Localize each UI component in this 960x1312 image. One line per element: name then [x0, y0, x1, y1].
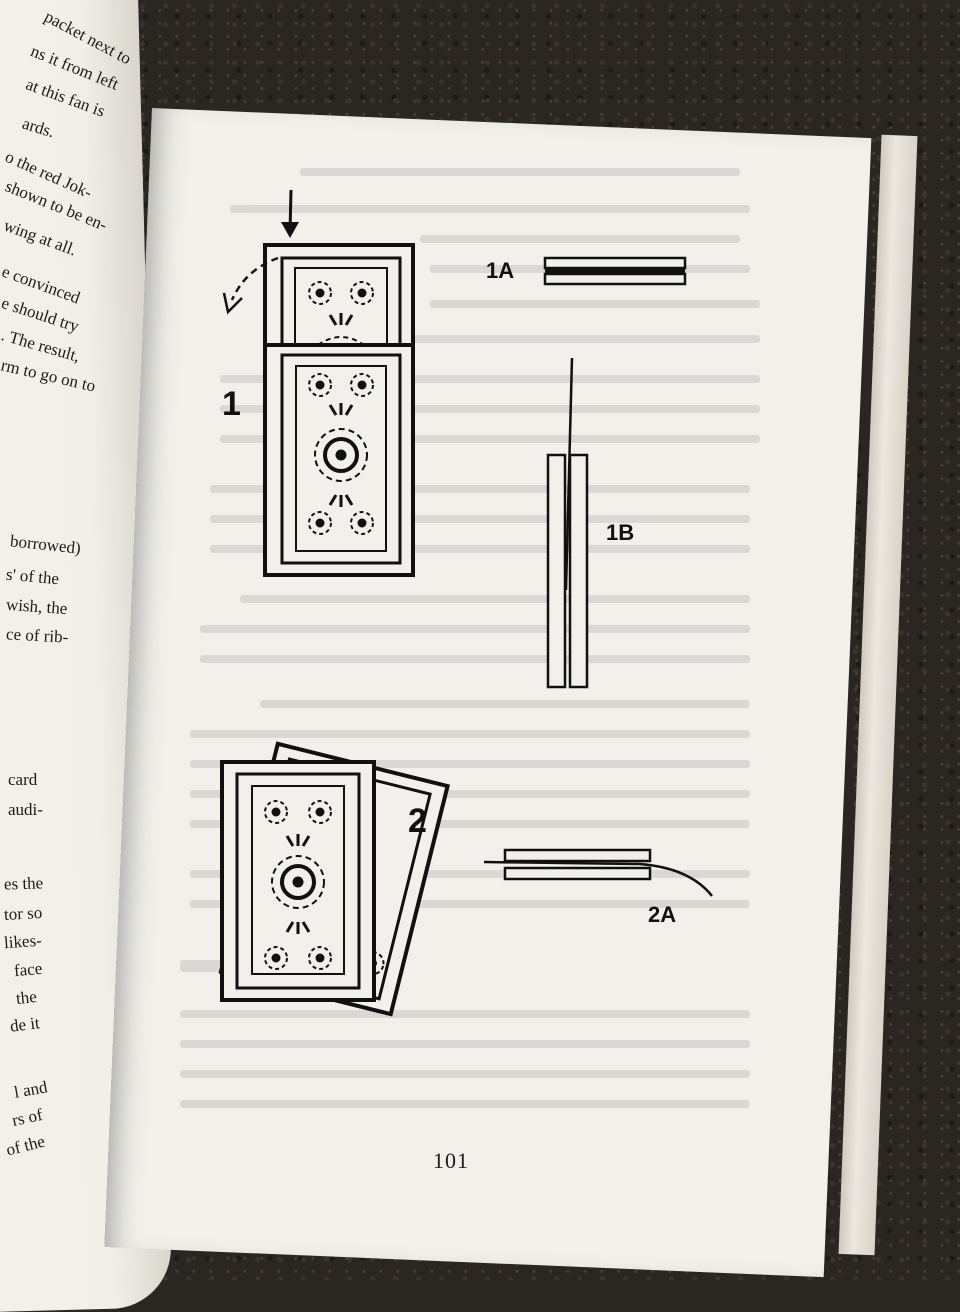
left-line: audi- [8, 800, 43, 819]
figure-label-2a: 2A [648, 902, 677, 927]
figure-1b-vertical-slot [546, 357, 589, 689]
figure-2-card-diagram [218, 741, 451, 1017]
figure-1a-strips [543, 256, 687, 286]
page-number: 101 [433, 1148, 469, 1173]
figure-label-1b: 1B [606, 520, 635, 545]
figure-label-1: 1 [222, 385, 241, 423]
figure-2a-strips [483, 848, 713, 897]
figure-label-1a: 1A [486, 258, 515, 283]
left-line: card [8, 770, 38, 789]
figure-label-2: 2 [408, 802, 427, 840]
figure-1-card-diagram [222, 189, 415, 577]
illustrations [218, 189, 713, 1017]
